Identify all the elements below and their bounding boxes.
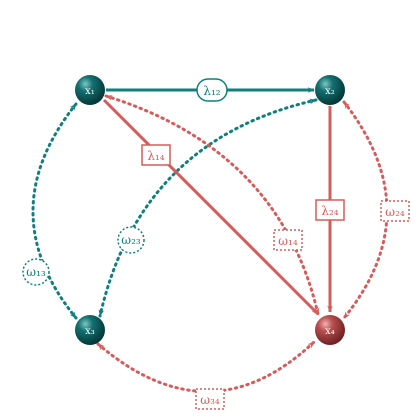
node-x1-label: x₁ [85, 86, 95, 97]
label-lambda24-text: λ₂₄ [321, 204, 338, 218]
label-omega34-text: ω₃₄ [200, 393, 220, 407]
label-omega24: ω₂₄ [380, 200, 410, 222]
label-omega34: ω₃₄ [195, 388, 225, 410]
node-x4-label: x₄ [325, 326, 335, 337]
node-x3[interactable]: x₃ [75, 315, 105, 345]
label-lambda12-text: λ₁₂ [203, 84, 220, 98]
label-lambda12: λ₁₂ [196, 78, 228, 102]
label-omega14-text: ω₁₄ [278, 234, 298, 248]
label-omega23-text: ω₂₃ [121, 233, 141, 247]
node-x3-label: x₃ [85, 326, 95, 337]
label-omega23: ω₂₃ [117, 226, 145, 254]
label-omega24-text: ω₂₄ [385, 205, 405, 219]
label-omega13-text: ω₁₃ [26, 265, 46, 279]
regression-edges [102, 87, 333, 316]
edge-omega23 [98, 98, 318, 318]
edge-lambda14 [102, 98, 320, 316]
node-x2-label: x₂ [325, 86, 335, 97]
node-x4[interactable]: x₄ [315, 315, 345, 345]
label-omega13: ω₁₃ [22, 258, 50, 286]
node-x2[interactable]: x₂ [315, 75, 345, 105]
node-x1[interactable]: x₁ [75, 75, 105, 105]
label-lambda14-text: λ₁₄ [147, 149, 164, 163]
edge-omega34 [96, 340, 316, 393]
covariance-edges [31, 94, 389, 393]
edge-omega13 [31, 102, 78, 320]
label-omega14: ω₁₄ [273, 229, 303, 251]
label-lambda24: λ₂₄ [315, 199, 345, 221]
edge-omega14 [104, 94, 320, 316]
edge-omega24 [342, 100, 389, 320]
label-lambda14: λ₁₄ [141, 144, 171, 166]
